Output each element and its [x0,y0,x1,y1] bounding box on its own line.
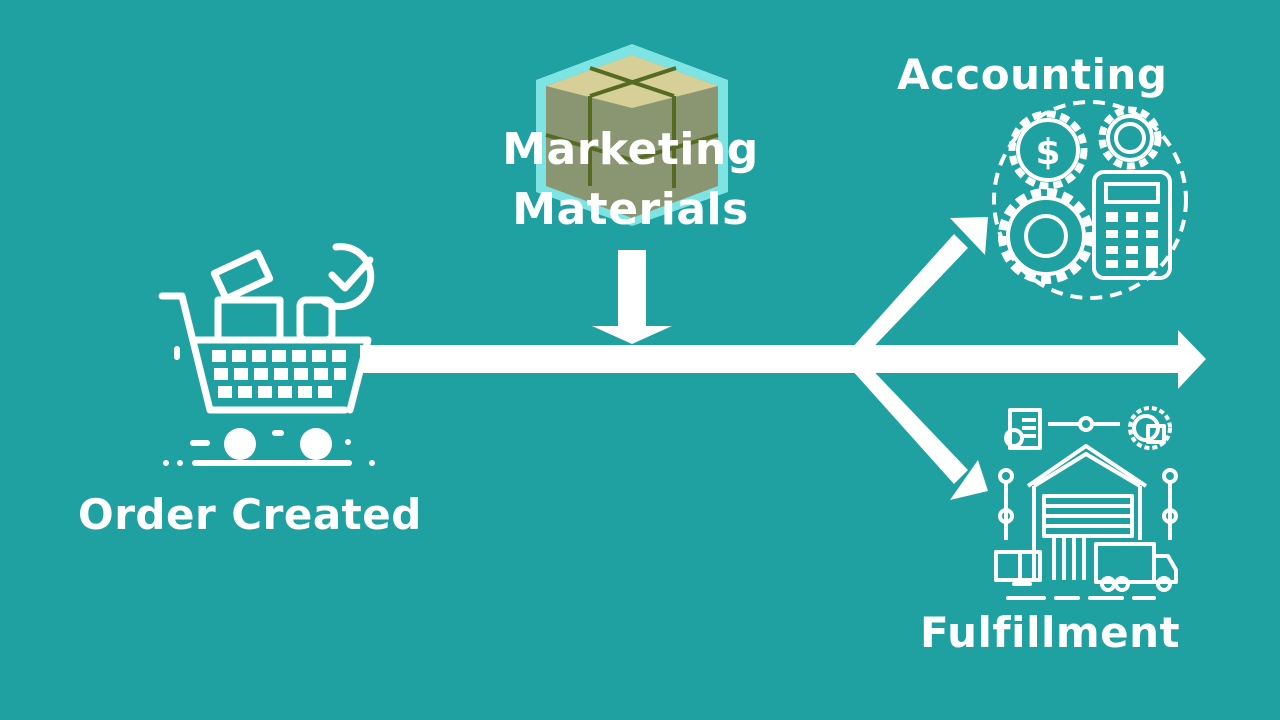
node-label-accounting: Accounting [897,50,1168,99]
node-label-fulfillment: Fulfillment [920,608,1181,657]
main-arrowhead-icon [1178,330,1206,389]
main-flow-line [360,345,1180,373]
marketing-down-arrow [592,250,672,344]
node-label-marketing-materials: Marketing Materials [502,124,759,235]
branch-arrow-fulfillment [842,359,988,500]
node-label-order-created: Order Created [78,490,422,539]
svg-text:$: $ [1035,132,1060,173]
branch-arrow-accounting [842,217,988,359]
